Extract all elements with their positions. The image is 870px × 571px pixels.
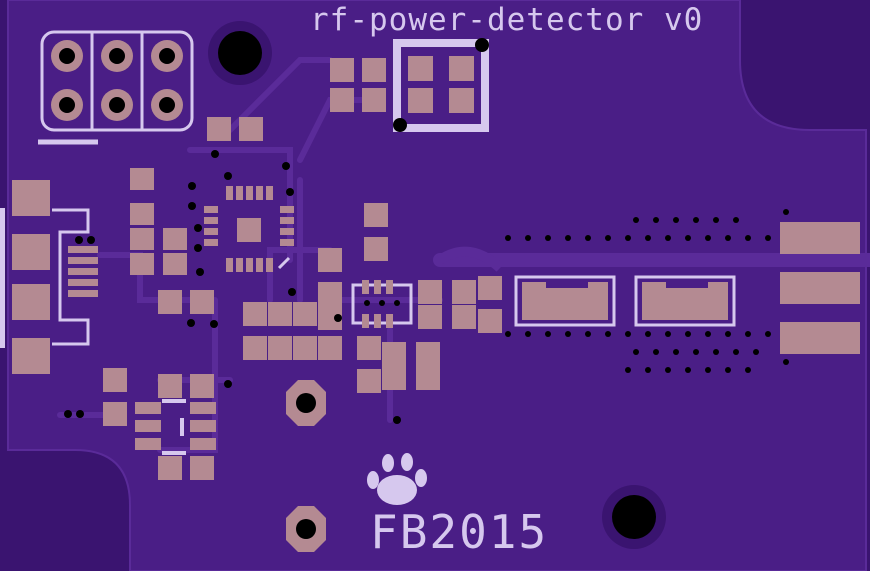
smd-pads bbox=[103, 58, 502, 480]
sma-edge-connector bbox=[780, 222, 860, 354]
mounting-holes bbox=[208, 21, 666, 549]
paw-print-logo bbox=[367, 453, 427, 505]
lower-left-ic bbox=[135, 399, 216, 455]
usb-connector bbox=[0, 180, 98, 374]
board-year-mark: FB2015 bbox=[370, 505, 549, 559]
rf-attenuators bbox=[437, 246, 736, 327]
board-title: rf-power-detector v0 bbox=[310, 2, 704, 38]
vias bbox=[64, 150, 789, 424]
qfn-ic bbox=[204, 186, 294, 272]
top-ic-footprint bbox=[393, 38, 489, 132]
pin-header bbox=[38, 30, 194, 145]
sot-footprint bbox=[351, 280, 413, 328]
test-pads bbox=[286, 380, 326, 552]
